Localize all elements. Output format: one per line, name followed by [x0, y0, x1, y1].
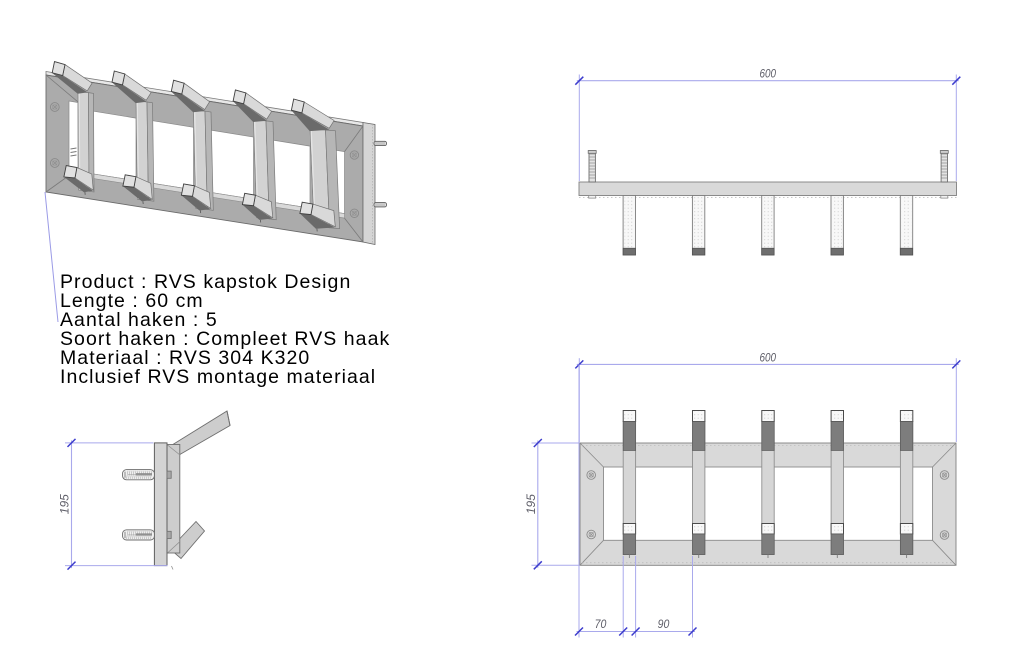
svg-text:70: 70 [595, 617, 607, 631]
svg-text:90: 90 [658, 617, 670, 631]
svg-text:600: 600 [760, 67, 777, 81]
svg-text:195: 195 [58, 494, 72, 514]
svg-text:195: 195 [524, 494, 538, 514]
svg-text:600: 600 [760, 350, 777, 364]
